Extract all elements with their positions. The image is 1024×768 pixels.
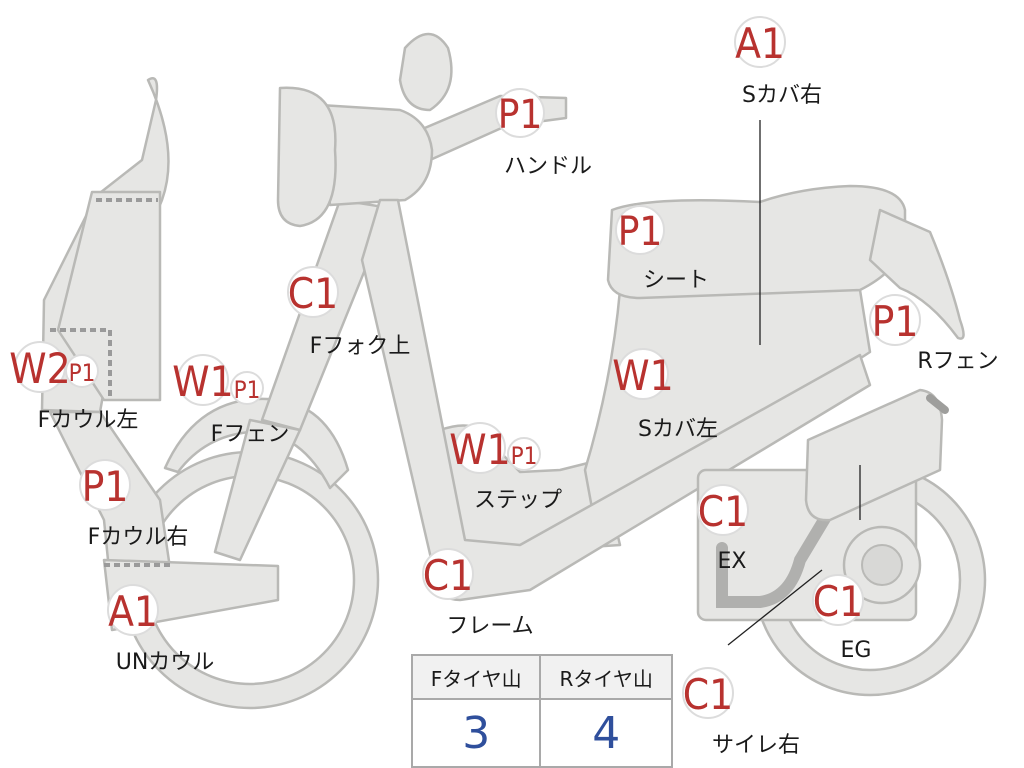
grade-badge-circle: [79, 459, 131, 511]
part-seat: P1 シート: [615, 205, 709, 293]
grade-badge: P1: [82, 462, 129, 511]
grade-badge: W2: [9, 344, 70, 393]
grade-badge: C1: [288, 269, 338, 318]
grade-badge-circle: [617, 348, 669, 400]
sub-grade-badge: P1: [234, 376, 261, 404]
grade-badge: W1: [449, 425, 510, 474]
grade-badge-circle: [682, 667, 734, 719]
grade-badge-circle: [869, 294, 921, 346]
part-side-cover-left: W1 Sカバ左: [612, 348, 718, 442]
part-engine: C1 EG: [812, 574, 872, 663]
part-under-cowl: A1 UNカウル: [107, 584, 215, 675]
part-label: フレーム: [446, 614, 533, 639]
grade-badge: W1: [612, 351, 673, 400]
front-tire-tread-header: Fタイヤ山: [410, 654, 542, 700]
grade-badge-circle: [107, 584, 159, 636]
part-label: ステップ: [474, 488, 562, 513]
part-label: Rフェン: [917, 349, 998, 374]
part-front-fork-upper: C1 Fフォク上: [287, 266, 411, 359]
grade-badge: A1: [108, 587, 158, 636]
part-label: Sカバ右: [742, 83, 822, 108]
tread-header-row: Fタイヤ山 Rタイヤ山: [410, 654, 673, 700]
part-silencer-right: C1 サイレ右: [682, 667, 800, 758]
grade-badge: P1: [498, 92, 543, 138]
part-step: W1 P1 ステップ: [449, 422, 562, 513]
grade-badge-circle: [495, 88, 545, 138]
grade-badge: P1: [872, 297, 919, 346]
grade-badge: W1: [172, 357, 233, 406]
part-front-cowl-left: W2 P1 Fカウル左: [9, 341, 139, 433]
silencer-shape: [804, 388, 944, 522]
grade-badge: P1: [618, 209, 663, 255]
grade-badge: C1: [698, 487, 748, 536]
part-side-cover-right: A1 Sカバ右: [734, 16, 822, 108]
grade-badge-circle: [734, 16, 786, 68]
part-label: Fカウル右: [88, 525, 189, 550]
part-label: UNカウル: [116, 650, 215, 675]
part-label: Sカバ左: [638, 417, 718, 442]
part-label: Fカウル左: [38, 408, 139, 433]
grade-badge-circle: [287, 266, 339, 318]
part-label: Fフェン: [211, 422, 290, 447]
grade-badge-circle: [697, 484, 749, 536]
part-front-fender: W1 P1 Fフェン: [172, 354, 290, 447]
grade-badge-circle: [454, 422, 506, 474]
part-label: EG: [841, 638, 872, 663]
grade-badge: C1: [683, 670, 733, 719]
part-rear-fender: P1 Rフェン: [869, 294, 999, 374]
sub-grade-badge: P1: [69, 359, 96, 387]
front-tire-tread-value: 3: [410, 698, 542, 768]
part-label: シート: [643, 268, 709, 293]
grade-badge-circle: [177, 354, 229, 406]
grade-badge: A1: [735, 19, 785, 68]
tread-value-row: 3 4: [410, 698, 673, 768]
rear-fender-shape: [868, 208, 965, 340]
part-label: Fフォク上: [310, 334, 411, 359]
grade-badge-circle: [14, 341, 66, 393]
grade-badge-circle: [812, 574, 864, 626]
handlebar-shape: [418, 94, 568, 162]
tire-tread-table: Fタイヤ山 Rタイヤ山 3 4: [410, 654, 673, 768]
part-label: サイレ右: [712, 733, 800, 758]
grade-badge: C1: [423, 551, 473, 600]
part-label: EX: [718, 549, 747, 574]
rear-tire-tread-value: 4: [539, 698, 673, 768]
sub-grade-badge-circle: [65, 354, 99, 388]
grade-badge-circle: [422, 548, 474, 600]
part-handle: P1 ハンドル: [495, 88, 592, 179]
seat-shape: [606, 184, 907, 300]
part-frame: C1 フレーム: [422, 548, 534, 639]
part-front-cowl-right: P1 Fカウル右: [79, 459, 189, 550]
sub-grade-badge-circle: [507, 437, 541, 471]
grade-badge-circle: [615, 205, 665, 255]
rear-tire-tread-header: Rタイヤ山: [539, 654, 673, 700]
sub-grade-badge-circle: [230, 371, 264, 405]
part-exhaust: C1 EX: [697, 484, 749, 574]
sub-grade-badge: P1: [511, 442, 538, 470]
part-label: ハンドル: [504, 154, 592, 179]
exhaust-pipe-shape: [716, 504, 836, 608]
grade-badge: C1: [813, 577, 863, 626]
